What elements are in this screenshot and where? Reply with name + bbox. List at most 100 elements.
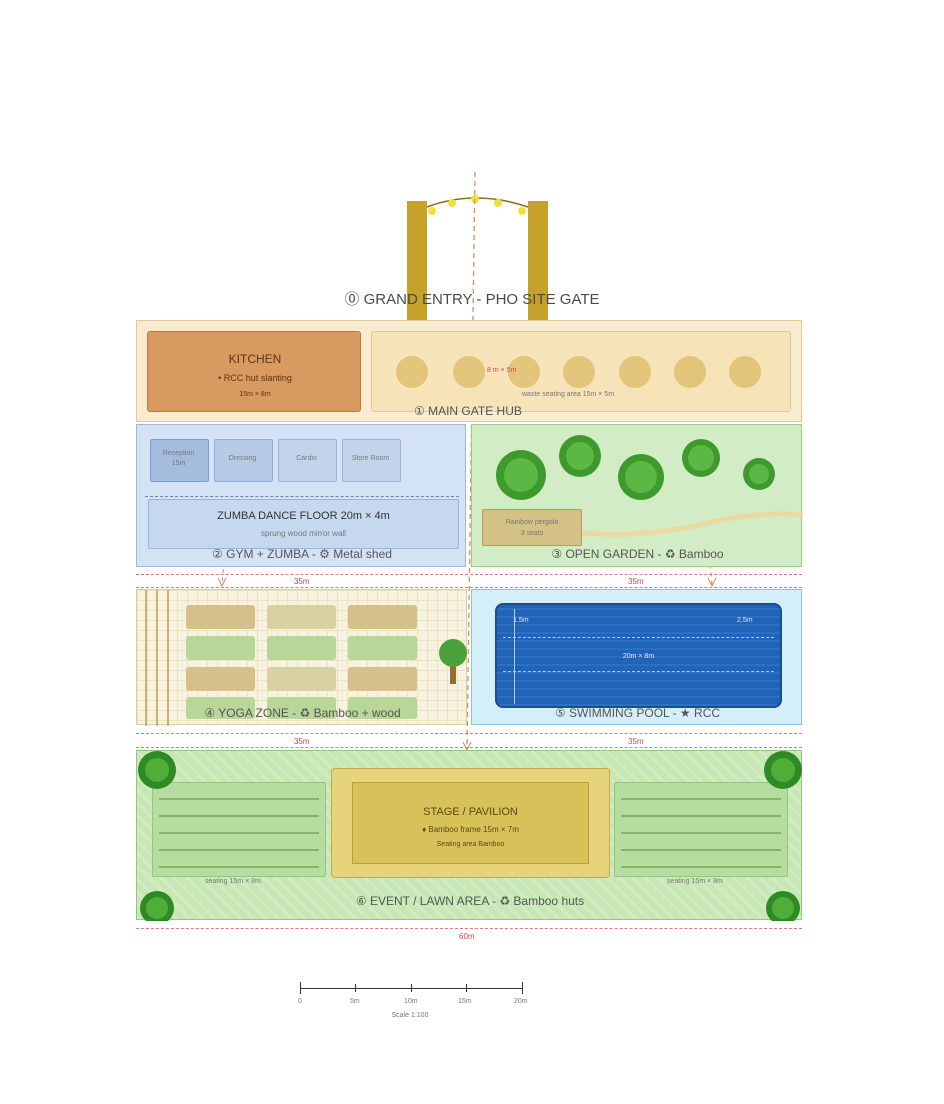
bench-row xyxy=(159,832,319,834)
bench-row xyxy=(621,832,781,834)
gate-pillar-right xyxy=(528,201,548,320)
seating-left-label: seating 15m × 8m xyxy=(205,878,261,885)
dim-line-row1 xyxy=(136,574,802,575)
main-gate-hub: 8 m × 5m waste seating area 15m × 5m xyxy=(371,331,791,412)
scale-caption: Scale 1:100 xyxy=(391,1012,429,1019)
bench-row xyxy=(621,798,781,800)
stage-platform: STAGE / PAVILION ♦ Bamboo frame 15m × 7m… xyxy=(352,782,589,864)
bench-row xyxy=(159,866,319,868)
pool-lane-left: 1.5m xyxy=(513,617,529,624)
scale-tick-label: 5m xyxy=(350,998,360,1005)
yoga-mat xyxy=(267,697,336,719)
seating-area-left xyxy=(152,782,326,877)
swimming-pool-zone: 1.5m 2.5m 20m × 8m ⑤ SWIMMING POOL - ★ R… xyxy=(471,589,802,725)
kitchen-desc: • RCC hut slanting xyxy=(218,373,292,383)
gym-room-store xyxy=(342,439,401,482)
gym-room-reception-label: Reception 15m xyxy=(162,450,195,467)
stage-pavilion: STAGE / PAVILION ♦ Bamboo frame 15m × 7m… xyxy=(331,768,610,878)
gym-room-cardio-label: Cardio xyxy=(296,455,317,462)
garden-label: ③ OPEN GARDEN - ♻ Bamboo xyxy=(551,547,724,561)
dim-line-row2-b xyxy=(136,747,802,748)
dim-row2-left: 35m xyxy=(294,737,310,746)
bench-row xyxy=(159,798,319,800)
garden-pergola-label: Rainbow pergola 3 seats xyxy=(505,519,559,537)
pool-lane-right: 2.5m xyxy=(737,617,753,624)
yoga-mat xyxy=(186,605,255,629)
scale-bar: 0 5m 10m 15m 20m xyxy=(298,980,528,1016)
dance-floor-sub: sprung wood mirror wall xyxy=(261,529,346,538)
yoga-mat xyxy=(267,667,336,691)
bench-row xyxy=(621,815,781,817)
bench-row xyxy=(159,815,319,817)
hub-label: ① MAIN GATE HUB xyxy=(414,404,522,418)
gym-room-dressing-label: Dressing xyxy=(228,455,257,462)
yoga-mat xyxy=(267,636,336,660)
gate-arch-lights xyxy=(426,195,529,215)
dance-floor-title: ZUMBA DANCE FLOOR 20m × 4m xyxy=(217,510,390,522)
gym-label: ② GYM + ZUMBA - ⚙ Metal shed xyxy=(212,547,392,561)
dim-row1-right: 35m xyxy=(628,577,644,586)
hub-caption: waste seating area 15m × 5m xyxy=(522,391,615,398)
gym-room-reception xyxy=(150,439,209,482)
scale-tick-label: 20m xyxy=(514,998,528,1005)
dim-total: 60m xyxy=(459,932,475,941)
stage-title: STAGE / PAVILION xyxy=(423,806,518,818)
stage-line2: Seating area Bamboo xyxy=(436,841,505,848)
gate-label: ⓪ GRAND ENTRY - PHO SITE GATE xyxy=(344,291,600,308)
dim-line-row2 xyxy=(136,733,802,734)
gym-room-dressing xyxy=(214,439,273,482)
garden-pergola: Rainbow pergola 3 seats xyxy=(482,509,582,546)
pool-lane-line xyxy=(503,637,774,638)
kitchen-zone: KITCHEN • RCC hut slanting 15m × 8m xyxy=(147,331,361,412)
scale-tick xyxy=(411,984,412,992)
yoga-mat xyxy=(267,605,336,629)
seating-right-label: seating 15m × 8m xyxy=(667,878,723,885)
event-label: ⑥ EVENT / LAWN AREA - ♻ Bamboo huts xyxy=(355,894,585,908)
pool-size: 20m × 8m xyxy=(622,653,655,660)
yoga-mat xyxy=(348,697,417,719)
gym-divider xyxy=(145,496,459,497)
scale-tick xyxy=(355,984,356,992)
bench-row xyxy=(159,849,319,851)
yoga-label: ④ YOGA ZONE - ♻ Bamboo + wood xyxy=(204,706,401,720)
pool-label: ⑤ SWIMMING POOL - ★ RCC xyxy=(554,706,721,720)
scale-tick-label: 15m xyxy=(458,998,472,1005)
yoga-tree-icon xyxy=(439,639,467,684)
yoga-mat xyxy=(348,636,417,660)
scale-tick xyxy=(522,982,523,994)
zumba-dance-floor: ZUMBA DANCE FLOOR 20m × 4m sprung wood m… xyxy=(148,499,459,549)
gate-pillar-left xyxy=(407,201,427,320)
dim-line-row1-b xyxy=(136,587,802,588)
kitchen-size: 15m × 8m xyxy=(239,391,271,398)
garden-trees xyxy=(496,435,803,537)
yoga-mat xyxy=(348,605,417,629)
lawn-corner-trees xyxy=(138,751,802,921)
kitchen-title: KITCHEN xyxy=(228,352,282,366)
yoga-mat xyxy=(186,697,255,719)
yoga-bamboo-screen xyxy=(145,590,169,726)
scale-tick xyxy=(300,982,301,994)
dim-row2-right: 35m xyxy=(628,737,644,746)
stage-line1: ♦ Bamboo frame 15m × 7m xyxy=(422,825,519,834)
entry-gate xyxy=(400,185,550,320)
scale-tick xyxy=(466,984,467,992)
pool-water: 1.5m 2.5m 20m × 8m xyxy=(495,603,782,708)
seating-area-right xyxy=(614,782,788,877)
scale-tick-label: 10m xyxy=(404,998,418,1005)
gym-room-cardio xyxy=(278,439,337,482)
dim-row1-left: 35m xyxy=(294,577,310,586)
yoga-mat xyxy=(186,636,255,660)
pool-edge-line xyxy=(514,609,515,704)
pool-lane-line xyxy=(503,671,774,672)
yoga-mat xyxy=(186,667,255,691)
gym-room-store-label: Store Room xyxy=(351,455,390,462)
yoga-mat xyxy=(348,667,417,691)
event-lawn-zone: seating 15m × 8m STAGE / PAVILION ♦ Bamb… xyxy=(136,750,802,921)
open-garden-zone: Rainbow pergola 3 seats ③ OPEN GARDEN - … xyxy=(471,424,803,567)
yoga-zone: ④ YOGA ZONE - ♻ Bamboo + wood xyxy=(136,589,467,726)
scale-tick-label: 0 xyxy=(298,998,302,1005)
gym-zumba-zone: Reception 15m Dressing Cardio Store Room… xyxy=(136,424,466,567)
dim-line-total xyxy=(136,928,802,929)
bench-row xyxy=(621,849,781,851)
hub-marker: 8 m × 5m xyxy=(487,367,517,374)
